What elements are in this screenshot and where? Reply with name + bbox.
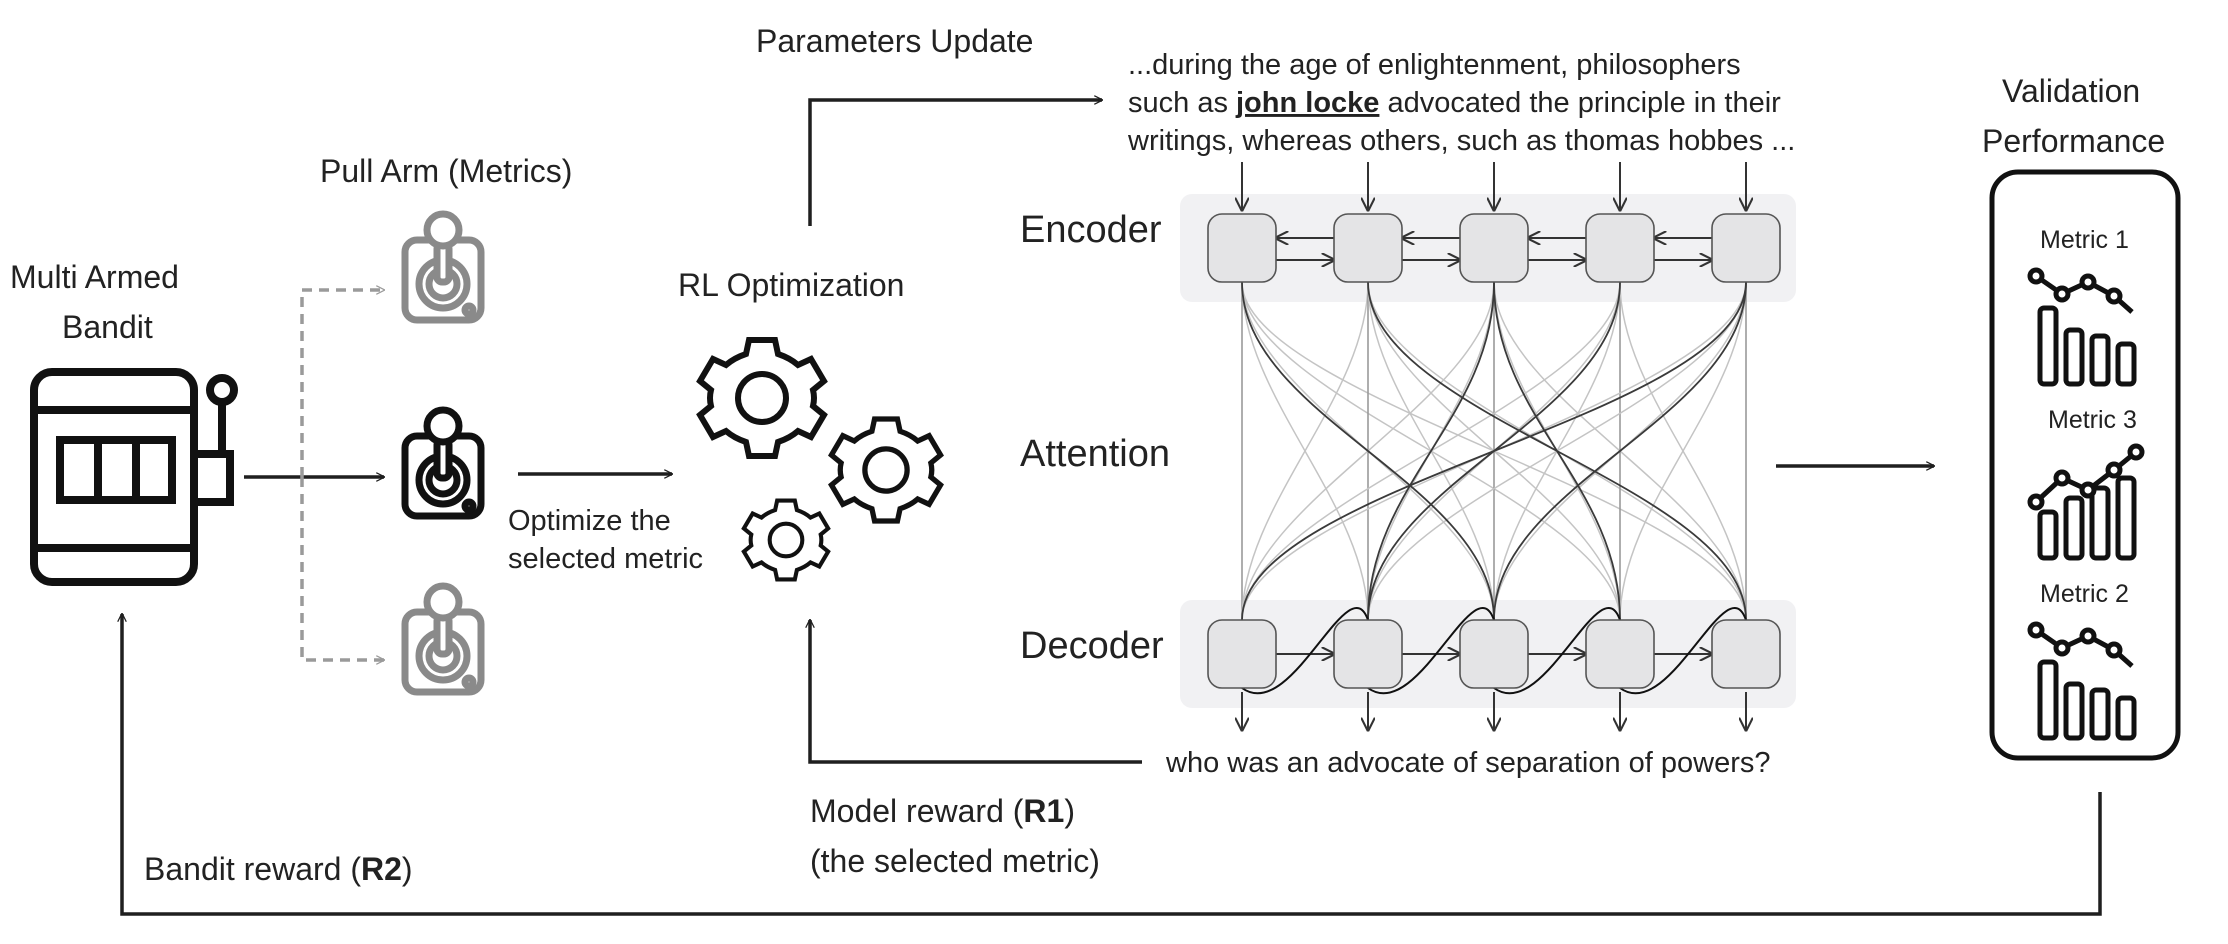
metric-label-3: Metric 3 — [2048, 406, 2137, 434]
decoder-label: Decoder — [1020, 625, 1164, 667]
encoder-node — [1333, 213, 1403, 283]
encoder-node — [1459, 213, 1529, 283]
validation-title-line1: Validation — [2002, 73, 2140, 109]
answer-span: john locke — [1235, 87, 1379, 119]
bandit-reward-label: Bandit reward (R2) — [144, 851, 413, 887]
input-text-line2: such as john locke advocated the princip… — [1128, 87, 1781, 119]
input-text-line3: writings, whereas others, such as thomas… — [1127, 125, 1795, 157]
params-update-arrow — [808, 100, 1102, 226]
encoder-label: Encoder — [1020, 209, 1162, 251]
decoder-node — [1207, 619, 1277, 689]
encoder-node — [1585, 213, 1655, 283]
attention-line-strong — [1493, 281, 1747, 621]
bar-line-chart-icon — [2030, 270, 2134, 384]
validation-title-line2: Performance — [1982, 123, 2165, 159]
decoder-feed-curve — [1493, 607, 1621, 695]
bandit-title-line2: Bandit — [62, 309, 153, 345]
io-arrows — [1242, 162, 1746, 730]
bandit-title-line1: Multi Armed — [10, 259, 179, 295]
attention-line-strong — [1367, 281, 1621, 621]
bandit-to-arm-top-dashed-arrow — [300, 290, 384, 477]
metric-label-2: Metric 2 — [2040, 580, 2129, 608]
encoder-node — [1711, 213, 1781, 283]
bar-line-chart-icon — [2027, 443, 2145, 561]
params-update-title: Parameters Update — [756, 23, 1033, 59]
bandit-reward-arrow — [122, 614, 2102, 916]
encoder-links — [1276, 238, 1712, 260]
bar-line-chart-icon — [2030, 624, 2134, 738]
model-reward-line1: Model reward (R1) — [810, 793, 1075, 829]
decoder-feed-curve — [1619, 607, 1747, 695]
decoder-feed-curve — [1241, 607, 1369, 695]
attention-line-strong — [1367, 281, 1747, 621]
pull-arm-title: Pull Arm (Metrics) — [320, 153, 572, 189]
encoder-nodes — [1207, 213, 1781, 283]
attention-line — [1619, 281, 1747, 621]
decoder-feed-curve — [1367, 607, 1495, 695]
decoder-links — [1241, 607, 1747, 695]
attention-line-strong — [1367, 281, 1495, 621]
decoder-nodes — [1207, 619, 1781, 689]
joystick-icon-selected — [405, 410, 481, 516]
optimize-note-line2: selected metric — [508, 543, 703, 575]
output-question-text: who was an advocate of separation of pow… — [1165, 747, 1771, 779]
validation-box — [1989, 169, 2181, 761]
encoder-node — [1207, 213, 1277, 283]
rl-title: RL Optimization — [678, 267, 904, 303]
attention-line — [1241, 281, 1369, 621]
joystick-icon-bottom — [405, 586, 481, 692]
attention-line-strong — [1241, 281, 1495, 621]
model-reward-line2: (the selected metric) — [810, 843, 1100, 879]
attention-label: Attention — [1020, 433, 1170, 475]
attention-lines — [1241, 281, 1747, 621]
input-text-line1: ...during the age of enlightenment, phil… — [1128, 49, 1741, 81]
model-reward-arrow — [810, 620, 1142, 764]
decoder-node — [1459, 619, 1529, 689]
gears-icon — [700, 340, 941, 579]
slot-machine-icon — [30, 368, 238, 586]
optimize-note-line1: Optimize the — [508, 505, 671, 537]
joystick-icon-top — [405, 214, 481, 320]
bandit-to-arm-bottom-dashed-arrow — [300, 477, 384, 660]
decoder-node — [1711, 619, 1781, 689]
metric-label-1: Metric 1 — [2040, 226, 2129, 254]
decoder-node — [1585, 619, 1655, 689]
decoder-node — [1333, 619, 1403, 689]
